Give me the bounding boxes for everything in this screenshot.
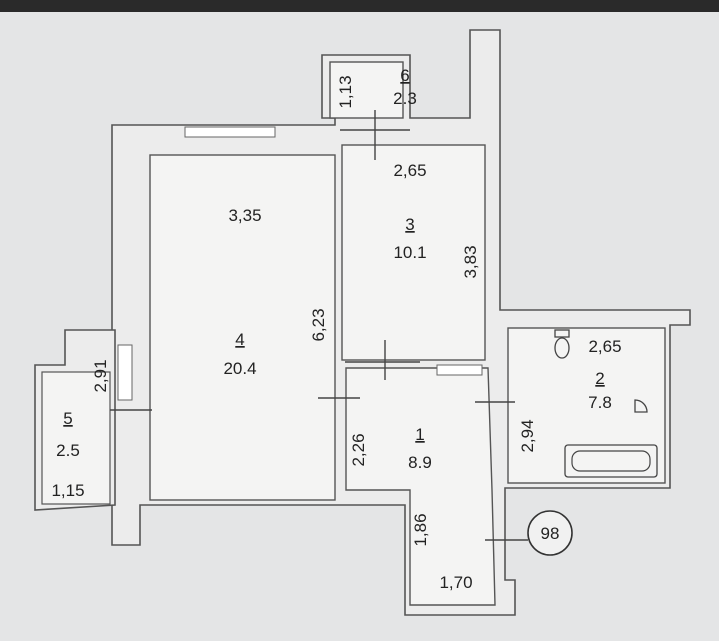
room-4-floor (149, 154, 336, 501)
sink-icon (634, 399, 648, 413)
room-3-area: 10.1 (393, 243, 426, 262)
room-2-floor (507, 327, 666, 484)
bathtub-icon (564, 444, 658, 478)
dimension-lines (110, 110, 528, 541)
room-2-area: 7.8 (588, 393, 612, 412)
corridor-width: 1,70 (439, 573, 472, 592)
room-3-floor (341, 144, 486, 361)
room-3-width: 2,65 (393, 161, 426, 180)
balcony-6-number: 6 (400, 66, 409, 85)
window (184, 126, 276, 138)
room-2-number: 2 (595, 369, 604, 388)
balcony-5-length: 2,91 (91, 359, 110, 392)
balcony-6-area: 2.3 (393, 89, 417, 108)
balcony-5-width: 1,15 (51, 481, 84, 500)
room-1-area: 8.9 (408, 453, 432, 472)
room-4-area: 20.4 (223, 359, 256, 378)
room-3-number: 3 (405, 215, 414, 234)
room-2-length: 2,94 (518, 419, 537, 452)
room-4-width: 3,35 (228, 206, 261, 225)
toilet-icon (554, 329, 570, 359)
door-room-1 (436, 364, 483, 376)
balcony-6-width: 1,13 (336, 75, 355, 108)
room-1-length: 2,26 (349, 433, 368, 466)
room-4-number: 4 (235, 330, 244, 349)
room-2-width: 2,65 (588, 337, 621, 356)
corridor-length: 1,86 (411, 513, 430, 546)
apartment-number-circle (527, 510, 573, 556)
room-1-floor (345, 367, 496, 606)
walls (34, 29, 691, 616)
balcony-6-floor (329, 61, 404, 119)
photo-edge (0, 0, 719, 12)
door-balcony-5 (117, 344, 133, 401)
room-1-number: 1 (415, 425, 424, 444)
balcony-5-number: 5 (63, 409, 72, 428)
balcony-5-area: 2.5 (56, 441, 80, 460)
room-3-length: 3,83 (461, 245, 480, 278)
apartment-number: 98 (541, 524, 560, 543)
room-4-length: 6,23 (309, 308, 328, 341)
